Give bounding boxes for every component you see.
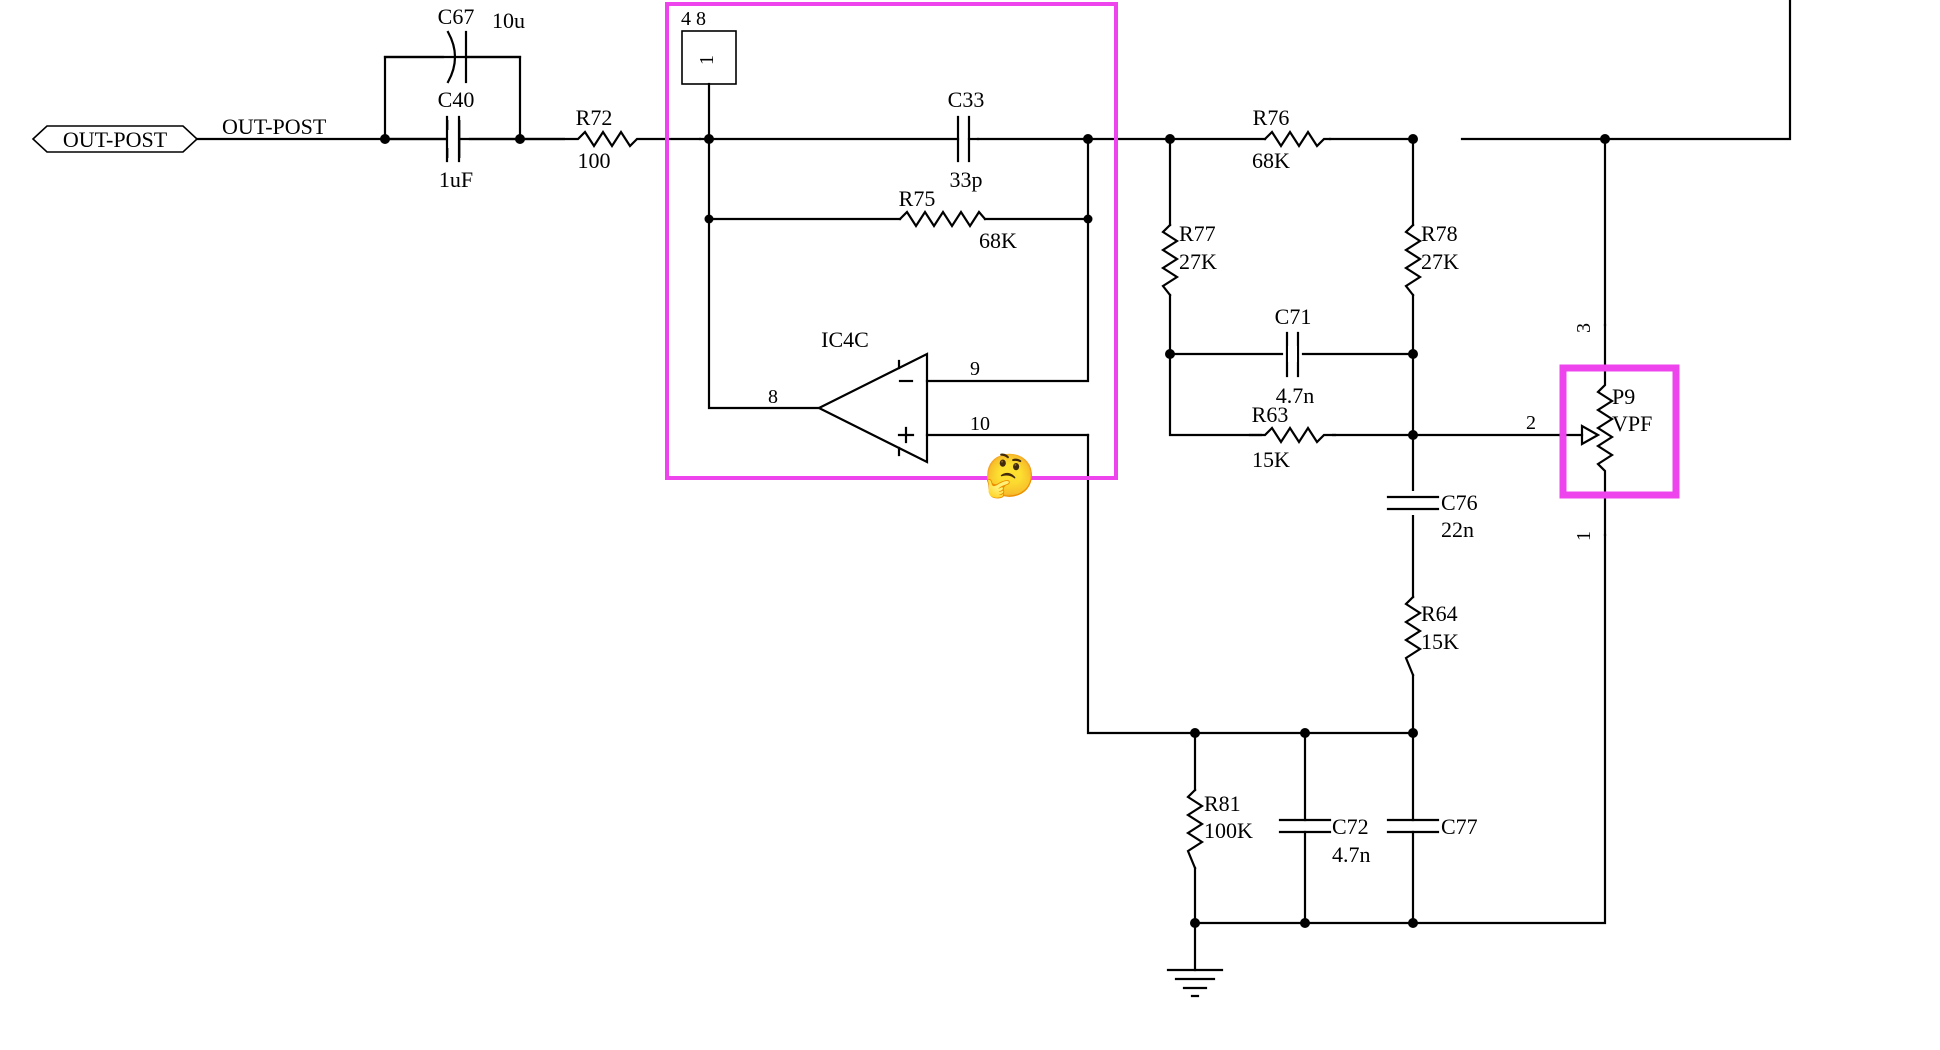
c77-ref: C77 [1441, 814, 1478, 839]
r76-ref: R76 [1253, 105, 1290, 130]
opamp-highlight-box [665, 2, 1118, 480]
wire-bottom-branches [1303, 731, 1415, 925]
c40-ref: C40 [438, 87, 475, 112]
opamp-ic4c: IC4C 8 9 10 [768, 327, 990, 464]
r78-ref: R78 [1421, 221, 1458, 246]
r76-value: 68K [1252, 148, 1290, 173]
r77-value: 27K [1179, 249, 1217, 274]
r64-value: 15K [1421, 629, 1459, 654]
resistor-r64: R64 15K [1403, 595, 1459, 677]
wire-feedback [707, 137, 1090, 437]
r78-value: 27K [1421, 249, 1459, 274]
power-box-unit: 1 [696, 55, 718, 65]
c67-value: 10u [492, 8, 525, 33]
c71-ref: C71 [1275, 304, 1312, 329]
opamp-pin-out: 8 [768, 386, 778, 408]
r64-ref: R64 [1421, 601, 1458, 626]
c67-ref: C67 [438, 4, 475, 29]
r75-ref: R75 [899, 186, 936, 211]
resistor-r78: R78 27K [1403, 221, 1459, 297]
p9-pin2: 2 [1526, 412, 1536, 434]
wire-input [195, 55, 575, 141]
c71-value: 4.7n [1276, 383, 1315, 408]
wire-noninv [1086, 433, 1415, 735]
c76-value: 22n [1441, 517, 1474, 542]
c33-value: 33p [950, 167, 983, 192]
r77-ref: R77 [1179, 221, 1216, 246]
p9-pin3: 3 [1573, 323, 1595, 333]
c33-ref: C33 [948, 87, 985, 112]
capacitor-c33: C33 33p [948, 87, 985, 192]
capacitor-c72: C72 4.7n [1278, 814, 1371, 867]
r63-value: 15K [1252, 447, 1290, 472]
opamp-pin-noninv: 10 [970, 413, 990, 435]
r72-ref: R72 [576, 105, 613, 130]
c76-ref: C76 [1441, 490, 1478, 515]
resistor-r72: R72 100 [518, 105, 702, 173]
capacitor-c76: C76 22n [1386, 490, 1478, 542]
resistor-r76: R76 68K [1252, 105, 1332, 173]
resistor-r77: R77 27K [1160, 221, 1217, 297]
ground-symbol [1166, 968, 1224, 998]
r63-ref: R63 [1252, 402, 1289, 427]
r81-ref: R81 [1204, 791, 1241, 816]
wire-right-network [1168, 137, 1607, 972]
c40-value: 1uF [439, 167, 473, 192]
capacitor-c77: C77 [1386, 814, 1478, 839]
capacitor-c40: C40 1uF [383, 87, 522, 192]
junction-dots [380, 134, 1610, 928]
thinking-emoji: 🤔 [984, 451, 1036, 500]
p9-ref: P9 [1612, 384, 1635, 409]
capacitor-c71: C71 4.7n [1275, 304, 1315, 408]
r81-value: 100K [1204, 818, 1253, 843]
power-box-pins: 4 8 [681, 8, 706, 30]
resistor-r81: R81 100K [1185, 788, 1253, 870]
p9-value: VPF [1612, 411, 1652, 436]
wire-top-bus [698, 0, 1792, 141]
potentiometer-p9: 3 2 1 P9 VPF [1526, 323, 1652, 541]
resistor-r75: R75 68K [898, 186, 1017, 253]
r75-value: 68K [979, 228, 1017, 253]
c72-value: 4.7n [1332, 842, 1371, 867]
p9-highlight-box [1559, 364, 1680, 499]
p9-pin1: 1 [1573, 531, 1595, 541]
opamp-ref: IC4C [821, 327, 869, 352]
out-post-net-label: OUT-POST [222, 114, 327, 139]
resistor-r63: R63 15K [1248, 402, 1337, 472]
capacitor-c67: C67 10u [383, 4, 525, 84]
out-post-port-label: OUT-POST [63, 127, 168, 152]
out-post-port: OUT-POST [31, 125, 199, 153]
power-box: 4 8 1 [681, 8, 737, 141]
opamp-pin-inv: 9 [970, 358, 980, 380]
r72-value: 100 [578, 148, 611, 173]
c72-ref: C72 [1332, 814, 1369, 839]
